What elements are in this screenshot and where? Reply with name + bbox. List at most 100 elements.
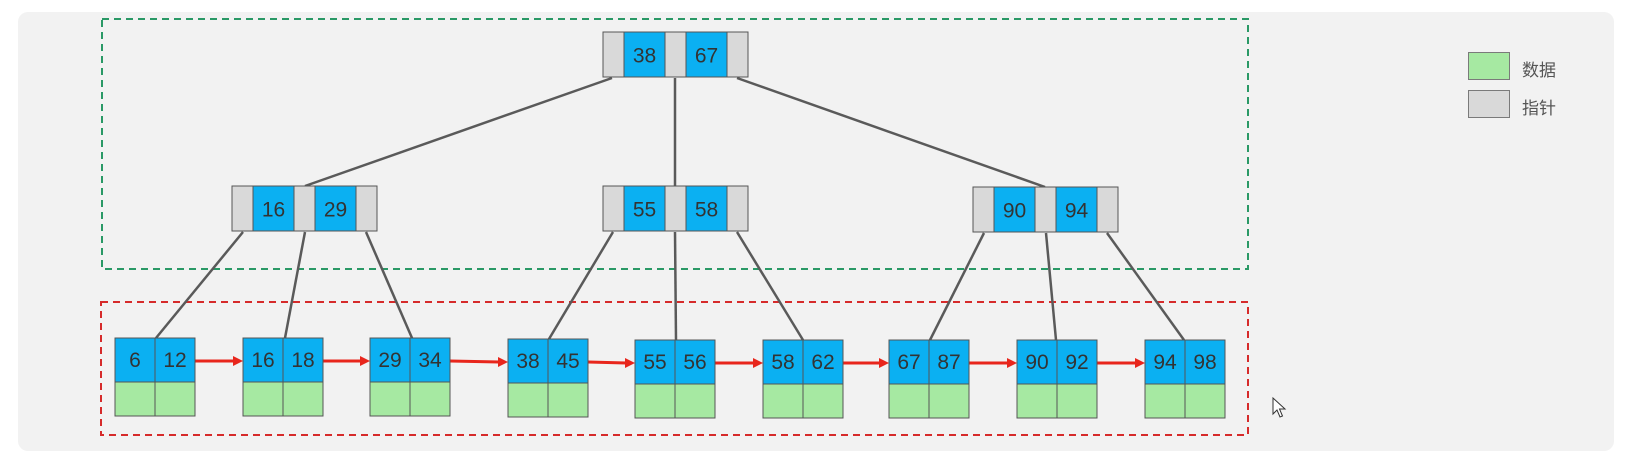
child-edge-7 bbox=[928, 232, 986, 341]
leaf-key-label: 58 bbox=[771, 351, 794, 374]
leaf-key-cell bbox=[1056, 339, 1098, 385]
leaf-link-head bbox=[498, 357, 508, 367]
leaf-data-cell bbox=[282, 381, 324, 417]
root-edge-1 bbox=[304, 76, 613, 188]
key-cell bbox=[1055, 186, 1098, 233]
child-edge-4 bbox=[547, 231, 615, 340]
leaf-key-cell bbox=[674, 339, 716, 385]
leaf-link-head bbox=[360, 356, 370, 366]
key-cell bbox=[993, 186, 1036, 233]
leaf-key-cell bbox=[1184, 339, 1226, 385]
pointer-cell bbox=[602, 185, 625, 232]
pointer-cell bbox=[602, 31, 625, 78]
root-edge-3 bbox=[736, 76, 1046, 189]
leaf-link-arrow-5 bbox=[715, 358, 763, 368]
child-edge-8 bbox=[1044, 232, 1058, 341]
leaf-key-label: 16 bbox=[251, 349, 274, 372]
child-edge-5 bbox=[673, 231, 678, 341]
leaf-link-head bbox=[625, 358, 635, 368]
key-label: 67 bbox=[695, 45, 718, 68]
leaf-key-cell bbox=[507, 338, 549, 384]
leaf-key-label: 45 bbox=[556, 350, 579, 373]
leaf-key-cell bbox=[547, 338, 589, 384]
key-cell bbox=[623, 185, 666, 232]
leaf-data-cell bbox=[114, 381, 156, 417]
leaf-key-label: 87 bbox=[937, 351, 960, 374]
pointer-cell bbox=[664, 185, 687, 232]
leaf-key-label: 62 bbox=[811, 351, 834, 374]
leaf-link-head bbox=[1135, 358, 1145, 368]
leaf-region-border bbox=[100, 301, 1249, 436]
leaf-node-4: 38 45 bbox=[507, 338, 589, 418]
key-label: 29 bbox=[324, 199, 347, 222]
leaf-key-label: 29 bbox=[378, 349, 401, 372]
leaf-data-cell bbox=[409, 381, 451, 417]
leaf-link-arrow-2 bbox=[323, 356, 370, 366]
leaf-data-cell bbox=[1016, 383, 1058, 419]
leaf-key-label: 38 bbox=[516, 350, 539, 373]
leaf-link-shaft bbox=[449, 359, 500, 364]
leaf-data-cell bbox=[802, 383, 844, 419]
leaf-key-cell bbox=[369, 337, 411, 383]
leaf-key-label: 6 bbox=[129, 349, 141, 372]
key-label: 38 bbox=[633, 45, 656, 68]
key-cell bbox=[685, 31, 728, 78]
child-edge-3 bbox=[364, 231, 414, 339]
leaf-data-cell bbox=[547, 382, 589, 418]
key-label: 90 bbox=[1003, 200, 1026, 223]
leaf-key-label: 98 bbox=[1193, 351, 1216, 374]
internal-node-3: 90 94 bbox=[972, 186, 1119, 233]
leaf-key-cell bbox=[114, 337, 156, 383]
leaf-link-arrow-8 bbox=[1097, 358, 1145, 368]
leaf-key-label: 94 bbox=[1153, 351, 1177, 374]
leaf-link-arrow-1 bbox=[195, 356, 243, 366]
leaf-key-cell bbox=[928, 339, 970, 385]
leaf-data-cell bbox=[888, 383, 930, 419]
pointer-cell bbox=[293, 185, 316, 232]
tree-edges bbox=[155, 76, 1186, 341]
child-edge-6 bbox=[735, 231, 805, 341]
pointer-cell bbox=[355, 185, 378, 232]
child-edge-2 bbox=[283, 231, 307, 339]
pointer-cell bbox=[972, 186, 995, 233]
legend-item-data: 数据 bbox=[1468, 52, 1628, 82]
child-edge-1 bbox=[155, 231, 244, 339]
leaf-link-arrow-4 bbox=[587, 358, 635, 368]
leaf-data-cell bbox=[634, 383, 676, 419]
key-cell bbox=[314, 185, 357, 232]
leaf-data-cell bbox=[154, 381, 196, 417]
leaf-key-cell bbox=[1016, 339, 1058, 385]
leaf-link-head bbox=[233, 356, 243, 366]
leaf-key-label: 55 bbox=[643, 351, 666, 374]
leaf-link-head bbox=[1007, 358, 1017, 368]
pointer-swatch bbox=[1468, 90, 1510, 118]
leaf-node-6: 58 62 bbox=[762, 339, 844, 419]
leaf-key-cell bbox=[802, 339, 844, 385]
leaf-link-head bbox=[879, 358, 889, 368]
leaf-key-cell bbox=[409, 337, 451, 383]
leaf-key-label: 67 bbox=[897, 351, 920, 374]
legend-label-data: 数据 bbox=[1522, 61, 1556, 81]
leaf-data-cell bbox=[507, 382, 549, 418]
leaf-data-cell bbox=[242, 381, 284, 417]
leaf-link-arrow-7 bbox=[969, 358, 1017, 368]
leaf-link-arrow-6 bbox=[843, 358, 889, 368]
leaf-data-cell bbox=[369, 381, 411, 417]
key-label: 94 bbox=[1065, 200, 1089, 223]
leaf-data-cell bbox=[1056, 383, 1098, 419]
child-edge-9 bbox=[1105, 232, 1186, 341]
leaf-key-label: 18 bbox=[291, 349, 314, 372]
leaf-links bbox=[195, 356, 1145, 368]
pointer-cell bbox=[726, 185, 749, 232]
legend-item-pointer: 指针 bbox=[1468, 90, 1628, 120]
leaf-data-cell bbox=[1144, 383, 1186, 419]
root-node: 38 67 bbox=[602, 31, 749, 78]
data-swatch bbox=[1468, 52, 1510, 80]
